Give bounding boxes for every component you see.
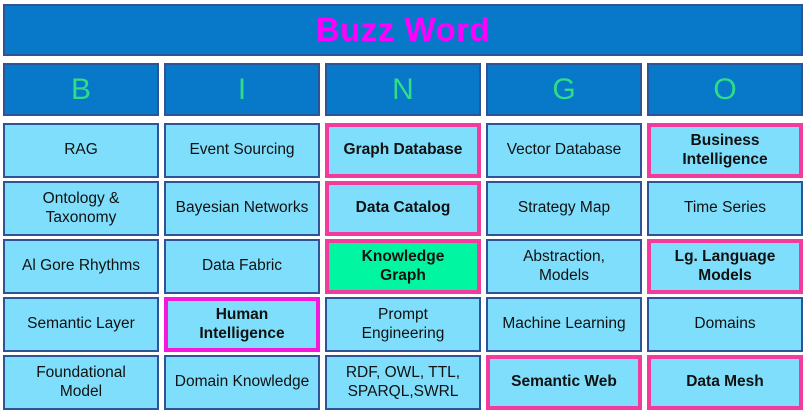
column-header-n: N (325, 63, 481, 116)
bingo-cell[interactable]: Event Sourcing (164, 123, 320, 178)
bingo-cell[interactable]: Bayesian Networks (164, 181, 320, 236)
column-header-b: B (3, 63, 159, 116)
bingo-cell[interactable]: Data Catalog (325, 181, 481, 236)
bingo-cell[interactable]: Semantic Layer (3, 297, 159, 352)
column-header-i: I (164, 63, 320, 116)
bingo-cell[interactable]: Lg. Language Models (647, 239, 803, 294)
bingo-cell-free-space[interactable]: Knowledge Graph (325, 239, 481, 294)
column-headers-row: B I N G O (3, 63, 803, 116)
bingo-cell[interactable]: Graph Database (325, 123, 481, 178)
bingo-cell[interactable]: Vector Database (486, 123, 642, 178)
bingo-cell[interactable]: Strategy Map (486, 181, 642, 236)
bingo-cell[interactable]: Time Series (647, 181, 803, 236)
bingo-grid: RAG Event Sourcing Graph Database Vector… (3, 123, 803, 410)
bingo-cell[interactable]: Domains (647, 297, 803, 352)
bingo-cell[interactable]: Business Intelligence (647, 123, 803, 178)
bingo-cell[interactable]: RDF, OWL, TTL, SPARQL,SWRL (325, 355, 481, 410)
bingo-cell[interactable]: Machine Learning (486, 297, 642, 352)
bingo-cell[interactable]: Abstraction, Models (486, 239, 642, 294)
bingo-cell[interactable]: Data Fabric (164, 239, 320, 294)
title-bar: Buzz Word (3, 4, 803, 56)
bingo-cell[interactable]: Data Mesh (647, 355, 803, 410)
column-header-g: G (486, 63, 642, 116)
bingo-cell[interactable]: Al Gore Rhythms (3, 239, 159, 294)
bingo-cell[interactable]: Foundational Model (3, 355, 159, 410)
bingo-cell[interactable]: Semantic Web (486, 355, 642, 410)
bingo-cell[interactable]: Domain Knowledge (164, 355, 320, 410)
bingo-cell[interactable]: Prompt Engineering (325, 297, 481, 352)
bingo-cell[interactable]: Human Intelligence (164, 297, 320, 352)
bingo-cell[interactable]: RAG (3, 123, 159, 178)
page-title: Buzz Word (315, 11, 491, 48)
bingo-cell[interactable]: Ontology & Taxonomy (3, 181, 159, 236)
column-header-o: O (647, 63, 803, 116)
